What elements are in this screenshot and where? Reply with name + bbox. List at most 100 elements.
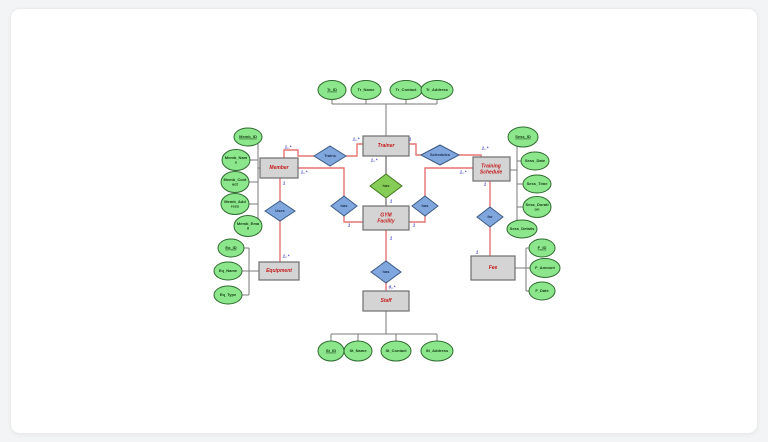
attribute-st-contact: [380, 340, 412, 362]
relationship-member-has-gym-label: has: [340, 203, 348, 209]
entity-member: [259, 157, 299, 179]
relationship-uses-label: Uses: [275, 208, 285, 214]
attribute-st-name: [343, 340, 373, 362]
attribute-eq-name-label: Eq_Name: [218, 268, 238, 274]
cardinality-gym-staff-has: 1: [389, 235, 393, 241]
attribute-tr-contact-label: Tr_Contact: [395, 87, 417, 93]
attribute-sess-details: [506, 219, 538, 239]
cardinality-trainer-schedules: 1: [408, 136, 412, 142]
cardinality-gym-has-left: 1: [347, 222, 351, 228]
entity-equipment: [258, 261, 300, 281]
attribute-f-date: [528, 281, 556, 301]
relationship-for: [476, 206, 504, 228]
attribute-eq-id: [217, 238, 245, 258]
attribute-sess-id-label: Sess_ID: [515, 134, 531, 140]
edge-schedules-schedule: [459, 154, 482, 157]
attribute-memb-email-label: Memb_Email: [236, 221, 260, 231]
cardinality-member-has: 1..*: [300, 169, 308, 175]
entity-training-schedule-label: Training Schedule: [479, 163, 503, 175]
attribute-f-date-label: F_Date: [535, 288, 549, 294]
relationship-schedules-label: Schedules: [429, 152, 451, 158]
edge-trainer-schedules: [409, 143, 421, 156]
cardinality-schedule-has: 1..*: [459, 169, 467, 175]
attribute-tr-name: [350, 80, 382, 100]
attribute-sess-date: [520, 151, 550, 171]
attribute-memb-contact-label: Memb_Contact: [223, 177, 247, 187]
attribute-sess-date-label: Sess_Date: [524, 158, 546, 164]
attribute-tr-address-label: Tr_Address: [425, 87, 449, 93]
attribute-f-id-label: F_ID: [537, 245, 547, 251]
attribute-memb-name: [221, 149, 251, 171]
relationship-for-label: for: [487, 214, 493, 220]
edge-has-gym-right: [409, 216, 426, 223]
cardinality-staff-has: 0..*: [388, 284, 396, 290]
entity-staff: [362, 290, 410, 312]
cardinality-trainer-has: 1..*: [370, 157, 378, 163]
cardinality-member-trains: 1..*: [284, 144, 292, 150]
relationship-trainer-has-gym: [369, 173, 403, 199]
edge-has-gym-left: [343, 216, 363, 223]
attribute-memb-name-label: Memb_Name: [224, 155, 248, 165]
entity-training-schedule: [472, 156, 511, 182]
edge-schedule-has: [424, 167, 473, 196]
relationship-uses: [264, 200, 296, 222]
attribute-memb-email: [233, 215, 263, 237]
attribute-eq-id-label: Eq_ID: [225, 245, 237, 251]
relationship-gym-has-staff: [370, 260, 402, 284]
attribute-memb-address: [220, 193, 250, 215]
cardinality-schedule-schedules: 1..*: [481, 145, 489, 151]
relationship-member-has-gym: [330, 195, 358, 217]
attribute-tr-id: [317, 80, 347, 100]
attribute-st-name-label: St_Name: [349, 348, 367, 354]
relationship-trains: [313, 145, 347, 167]
entity-gym-facility: [362, 205, 410, 231]
attribute-memb-contact: [220, 171, 250, 193]
edge-trains-trainer: [346, 143, 363, 157]
cardinality-gym-has-right: 1: [412, 222, 416, 228]
cardinality-schedule-for: 1: [483, 181, 487, 187]
attribute-st-id-label: St_ID: [325, 348, 337, 354]
entity-staff-label: Staff: [380, 298, 392, 304]
edge-member-has: [298, 167, 345, 196]
entity-gym-facility-label: GYM Facility: [377, 212, 395, 224]
relationship-schedule-has-gym-label: has: [421, 203, 429, 209]
entity-member-label: Member: [269, 165, 289, 171]
entity-trainer: [362, 135, 410, 157]
attribute-sess-duration: [522, 196, 552, 218]
cardinality-equipment-uses: 1..*: [282, 253, 290, 259]
attribute-f-amount: [529, 258, 561, 278]
attribute-st-address-label: St_Address: [425, 348, 449, 354]
attribute-sess-duration-label: Sess_Duration: [525, 202, 549, 212]
entity-equipment-label: Equipment: [266, 268, 292, 274]
relationship-schedules: [419, 144, 461, 166]
relationship-gym-has-staff-label: has: [382, 269, 390, 275]
relationship-trains-label: Trains: [324, 153, 336, 159]
attribute-st-contact-label: St_Contact: [385, 348, 407, 354]
attribute-tr-address: [420, 80, 454, 100]
entity-trainer-label: Trainer: [377, 143, 395, 149]
attribute-st-address: [420, 340, 454, 362]
attribute-sess-time: [522, 174, 552, 194]
attribute-tr-id-label: Tr_ID: [326, 87, 338, 93]
connector-staff-attributes: [330, 311, 438, 341]
relationship-trainer-has-gym-label: has: [382, 183, 390, 189]
entity-fee-label: Fee: [488, 265, 498, 271]
attribute-sess-details-label: Sess_Details: [509, 226, 535, 232]
cardinality-gym-has-top: 1: [389, 198, 393, 204]
attribute-memb-id-label: Memb_ID: [239, 134, 257, 140]
edge-member-trains: [283, 149, 314, 158]
cardinality-trainer-trains: 1..*: [352, 136, 360, 142]
connector-trainer-attributes: [331, 98, 438, 136]
attribute-memb-id: [233, 127, 263, 147]
entity-fee: [470, 255, 516, 281]
cardinality-fee-for: 1: [475, 249, 479, 255]
attribute-memb-address-label: Memb_Address: [224, 199, 246, 209]
attribute-eq-type: [213, 285, 243, 305]
relationship-schedule-has-gym: [411, 195, 439, 217]
cardinality-member-uses: 1: [282, 180, 286, 186]
attribute-eq-name: [213, 261, 243, 281]
attribute-f-id: [528, 238, 556, 258]
attribute-sess-id: [507, 126, 539, 148]
